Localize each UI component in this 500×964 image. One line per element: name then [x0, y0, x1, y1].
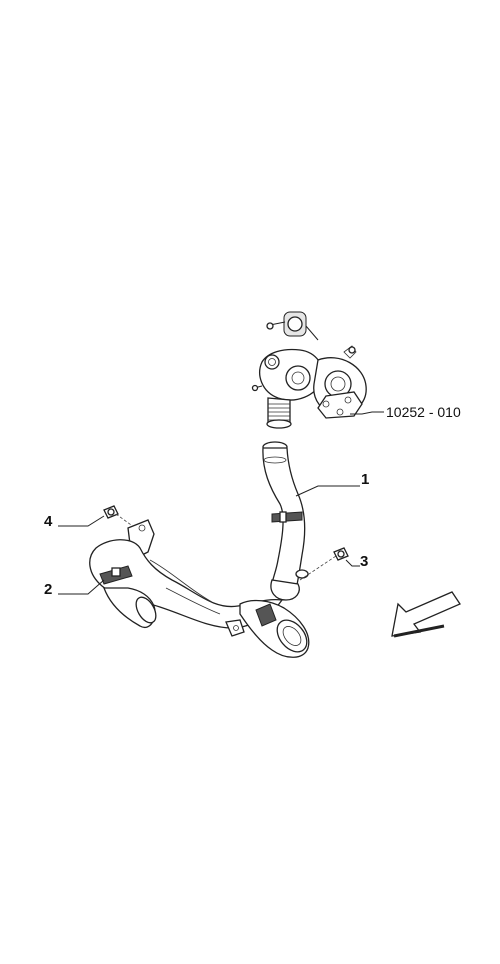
part-1-hose: [262, 441, 360, 601]
reference-code: 10252 - 010: [386, 404, 461, 420]
part-2-intake-pipe: [58, 519, 310, 658]
part-3-bolt: [299, 547, 360, 581]
callout-1: 1: [361, 471, 370, 488]
part-4-screw: [58, 505, 139, 531]
callout-3: 3: [360, 553, 369, 570]
callout-4: 4: [44, 513, 53, 530]
callout-2: 2: [44, 581, 53, 598]
turbocharger-assembly: [251, 311, 384, 429]
direction-arrow-icon: [391, 591, 461, 638]
